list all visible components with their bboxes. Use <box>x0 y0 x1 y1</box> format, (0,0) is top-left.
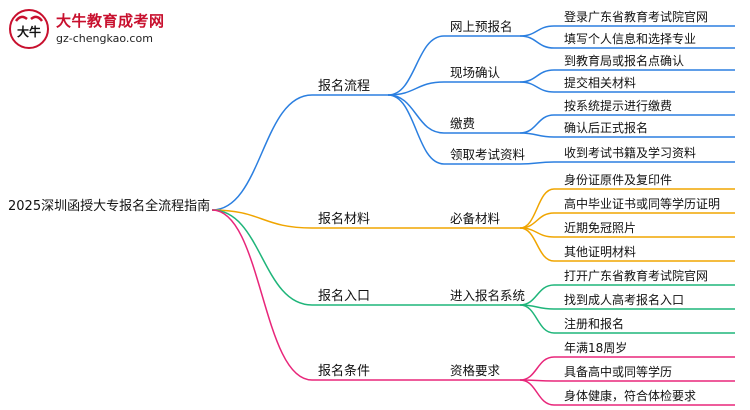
subtopic: 资格要求 <box>450 363 501 378</box>
leaf-topic: 近期免冠照片 <box>564 220 636 235</box>
subtopic-link <box>387 35 445 96</box>
mindmap-links <box>211 25 735 406</box>
subtopic-link <box>387 81 445 96</box>
leaf-link <box>519 69 555 83</box>
leaf-topic: 其他证明材料 <box>564 245 636 259</box>
leaf-topic: 年满18周岁 <box>564 340 627 355</box>
branch-topic: 报名条件 <box>318 363 370 379</box>
leaf-link <box>519 25 555 37</box>
subtopic: 现场确认 <box>450 65 501 80</box>
leaf-link <box>519 212 555 229</box>
logo-url: gz-chengkao.com <box>56 32 153 45</box>
leaf-link <box>519 161 555 165</box>
branch-link <box>211 209 313 381</box>
leaf-topic: 高中毕业证书或同等学历证明 <box>564 196 720 211</box>
leaf-topic: 身体健康，符合体检要求 <box>564 388 696 403</box>
leaf-topic: 找到成人高考报名入口 <box>564 292 684 307</box>
branch-topic: 报名流程 <box>318 78 370 94</box>
branch-link <box>211 209 313 229</box>
bull-logo-icon: 大牛 <box>9 9 49 49</box>
root-topic: 2025深圳函授大专报名全流程指南 <box>8 198 210 214</box>
mindmap-nodes: 2025深圳函授大专报名全流程指南 报名流程 网上预报名 登录广东省教育考试院官网填… <box>8 9 720 403</box>
leaf-topic: 填写个人信息和选择专业 <box>564 31 696 46</box>
site-logo: 大牛 大牛教育成考网 gz-chengkao.com <box>6 6 206 52</box>
leaf-topic: 身份证原件及复印件 <box>564 172 672 187</box>
subtopic-link <box>387 94 445 165</box>
leaf-link <box>519 284 555 306</box>
subtopic: 缴费 <box>450 116 475 131</box>
leaf-topic: 打开广东省教育考试院官网 <box>564 268 708 283</box>
branch-link <box>211 209 313 306</box>
leaf-topic: 提交相关材料 <box>564 75 636 90</box>
branch-link <box>211 94 313 211</box>
leaf-link <box>519 227 555 262</box>
leaf-link <box>519 35 555 49</box>
leaf-topic: 收到考试书籍及学习资料 <box>564 145 696 160</box>
leaf-link <box>519 356 555 381</box>
leaf-topic: 按系统提示进行缴费 <box>564 98 672 113</box>
leaf-topic: 确认后正式报名 <box>564 120 648 135</box>
logo-title: 大牛教育成考网 <box>56 12 165 30</box>
logo-emblem-text: 大牛 <box>17 24 41 39</box>
branch-topic: 报名入口 <box>318 288 370 304</box>
subtopic-link <box>387 94 445 134</box>
leaf-link <box>519 304 555 334</box>
leaf-link <box>519 379 555 406</box>
subtopic: 网上预报名 <box>450 19 513 34</box>
branch-topic: 报名材料 <box>318 211 370 227</box>
leaf-topic: 具备高中或同等学历 <box>564 364 672 379</box>
leaf-link <box>519 188 555 229</box>
leaf-link <box>519 132 555 138</box>
subtopic: 领取考试资料 <box>450 147 526 162</box>
subtopic: 进入报名系统 <box>450 288 525 303</box>
leaf-topic: 注册和报名 <box>564 316 624 331</box>
subtopic: 必备材料 <box>450 211 501 226</box>
leaf-link <box>519 81 555 93</box>
leaf-topic: 到教育局或报名点确认 <box>564 53 684 68</box>
leaf-link <box>519 114 555 134</box>
leaf-topic: 登录广东省教育考试院官网 <box>564 9 708 24</box>
